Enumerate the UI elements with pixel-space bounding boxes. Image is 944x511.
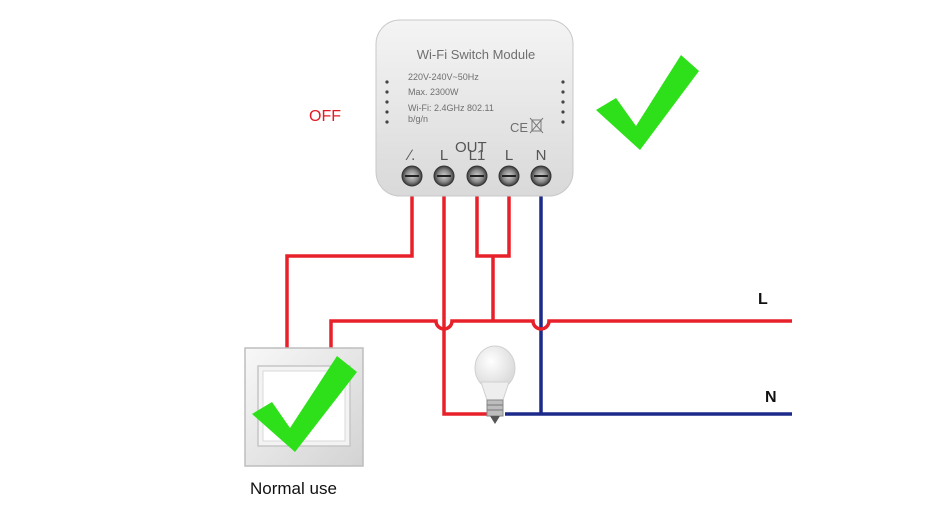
module-spec-max: Max. 2300W: [408, 87, 459, 97]
caption: Normal use: [250, 479, 337, 498]
screw-icon: [466, 165, 488, 187]
terminal-screws: [401, 165, 552, 187]
vent-dots: [385, 80, 565, 124]
l1-l-loop-wire: [475, 196, 511, 258]
bulb-icon: [474, 345, 516, 424]
screw-icon: [498, 165, 520, 187]
ce-mark: CE: [510, 120, 528, 135]
terminal-label-l1: L1: [469, 147, 486, 164]
check-icon: [252, 356, 357, 452]
terminal-label-n: N: [536, 147, 547, 164]
module-title: Wi-Fi Switch Module: [417, 47, 535, 62]
wires: [285, 196, 792, 416]
line-n-label: N: [765, 389, 777, 406]
screw-icon: [530, 165, 552, 187]
module-body: [375, 19, 574, 197]
terminal-label-lout: L: [440, 147, 448, 164]
state-label: OFF: [309, 108, 341, 125]
check-icon: [596, 55, 699, 150]
screw-icon: [401, 165, 423, 187]
weee-bin-icon: [529, 117, 544, 134]
terminal-label-lout-sub: OUT: [455, 139, 487, 156]
terminal-label-l: L: [505, 147, 513, 164]
line-l-label: L: [758, 291, 768, 308]
switch-wire-1: [285, 196, 414, 348]
module-spec-wifi: Wi-Fi: 2.4GHz 802.11: [408, 103, 494, 113]
module-spec-voltage: 220V-240V~50Hz: [408, 72, 479, 82]
module-spec-wifi-2: b/g/n: [408, 114, 428, 124]
live-wire-main: [329, 319, 792, 348]
screw-icon: [433, 165, 455, 187]
wifi-switch-module: Wi-Fi Switch Module 220V-240V~50Hz Max. …: [375, 19, 574, 197]
terminal-label-switch: ∕.: [405, 147, 416, 164]
lout-wire: [442, 196, 487, 416]
